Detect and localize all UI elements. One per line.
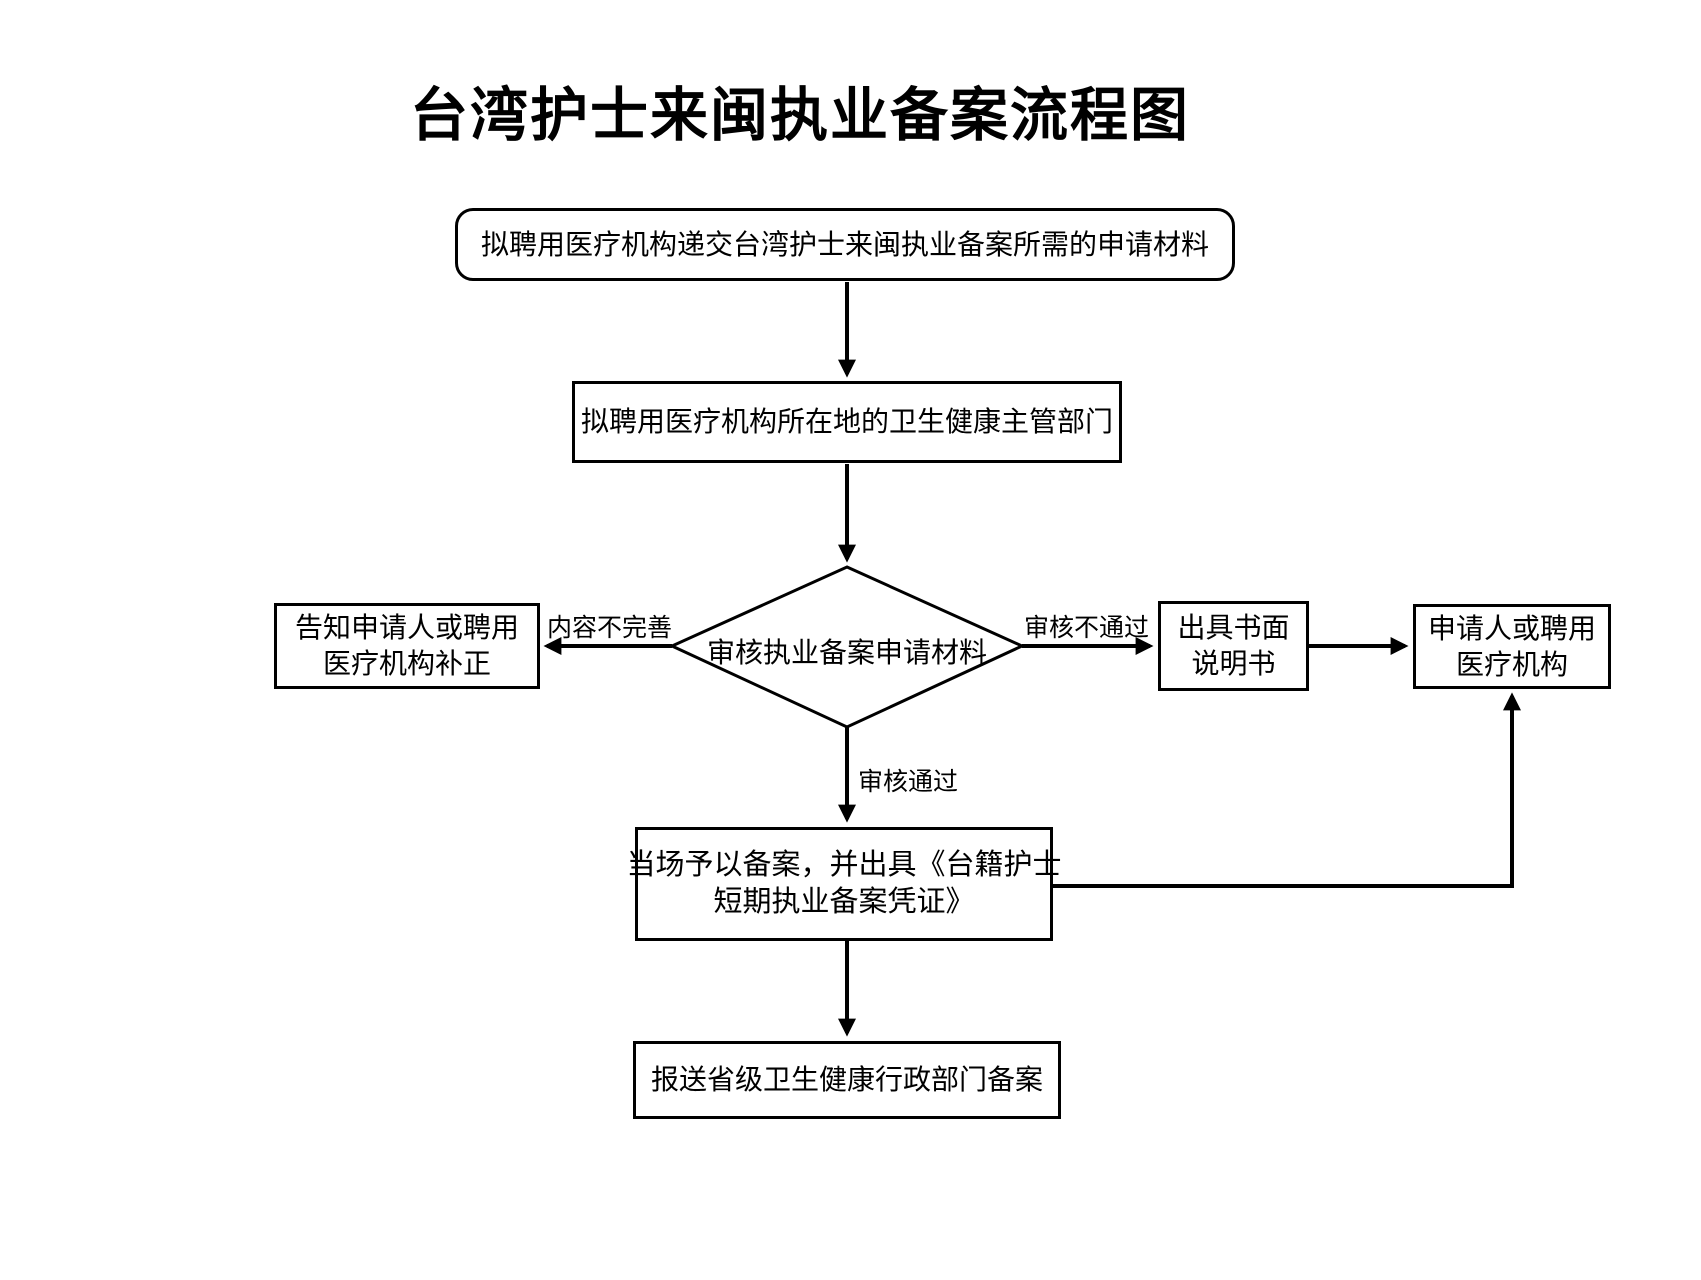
- node-applicant-or-employer: 申请人或聘用 医疗机构: [1413, 604, 1611, 689]
- node-notify-correction: 告知申请人或聘用 医疗机构补正: [274, 603, 540, 689]
- node-report-provincial-label: 报送省级卫生健康行政部门备案: [650, 1064, 1043, 1096]
- node-submit-materials: 拟聘用医疗机构递交台湾护士来闽执业备案所需的申请材料: [455, 208, 1235, 281]
- arrow-record-to-applicant: [1052, 692, 1521, 888]
- edge-label-review-failed: 审核不通过: [1024, 614, 1150, 642]
- edge-label-incomplete: 内容不完善: [547, 614, 673, 642]
- node-record-on-site-line2: 短期执业备案凭证》: [713, 886, 975, 918]
- node-written-statement-line2: 说明书: [1191, 648, 1276, 679]
- node-record-on-site-line1: 当场予以备案，并出具《台籍护士: [626, 848, 1062, 881]
- node-review-decision-label: 审核执业备案申请材料: [706, 637, 987, 668]
- node-local-health-authority: 拟聘用医疗机构所在地的卫生健康主管部门: [572, 381, 1122, 463]
- node-notify-correction-line1: 告知申请人或聘用: [294, 612, 519, 644]
- node-applicant-or-employer-line1: 申请人或聘用: [1427, 612, 1596, 644]
- node-applicant-or-employer-line2: 医疗机构: [1455, 648, 1568, 680]
- node-written-statement: 出具书面 说明书: [1158, 601, 1309, 691]
- page-title: 台湾护士来闽执业备案流程图: [409, 83, 1190, 148]
- node-notify-correction-line2: 医疗机构补正: [322, 648, 491, 679]
- node-report-provincial: 报送省级卫生健康行政部门备案: [633, 1041, 1061, 1119]
- node-record-on-site: 当场予以备案，并出具《台籍护士 短期执业备案凭证》: [627, 827, 1062, 941]
- edge-label-review-passed: 审核通过: [858, 768, 959, 796]
- node-local-health-authority-label: 拟聘用医疗机构所在地的卫生健康主管部门: [580, 406, 1113, 438]
- node-submit-materials-label: 拟聘用医疗机构递交台湾护士来闽执业备案所需的申请材料: [480, 228, 1209, 260]
- node-written-statement-line1: 出具书面: [1177, 612, 1290, 644]
